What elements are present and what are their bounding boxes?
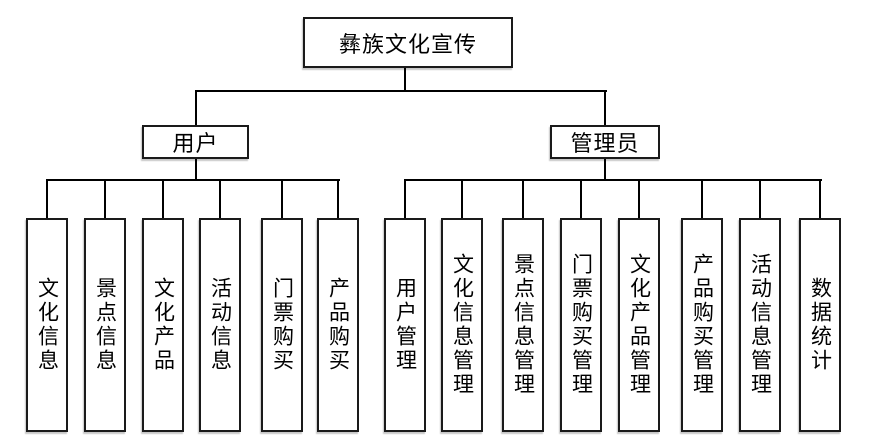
leaf-node: 文化产品管理	[618, 218, 660, 432]
branch-node-admin: 管理员	[550, 125, 660, 159]
connector-drop-user	[195, 90, 197, 125]
leaf-node: 景点信息管理	[502, 218, 544, 432]
leaf-node-label: 数据统计	[808, 277, 833, 373]
leaf-node: 文化信息	[26, 218, 68, 432]
leaf-node: 门票购买	[261, 218, 303, 432]
leaf-node-label: 门票购买	[270, 277, 295, 373]
leaf-node-label: 活动信息	[208, 277, 233, 373]
leaf-node: 门票购买管理	[560, 218, 602, 432]
leaf-node-label: 用户管理	[393, 277, 418, 373]
leaf-node: 活动信息	[199, 218, 241, 432]
connector-drop-leaf	[522, 179, 524, 218]
connector-drop-leaf	[104, 179, 106, 218]
connector-top-horizontal	[195, 90, 607, 92]
connector-drop-leaf	[281, 179, 283, 218]
leaf-node: 产品购买	[317, 218, 359, 432]
branch-node-user: 用户	[142, 125, 249, 159]
connector-root-stub	[404, 68, 406, 92]
branch-node-admin-label: 管理员	[570, 131, 640, 156]
connector-user-horizontal	[46, 179, 340, 181]
leaf-node-label: 活动信息管理	[748, 253, 773, 397]
leaf-node: 景点信息	[84, 218, 126, 432]
leaf-node-label: 文化信息	[35, 277, 60, 373]
leaf-node-label: 产品购买管理	[690, 253, 715, 397]
leaf-node: 活动信息管理	[739, 218, 781, 432]
connector-drop-leaf	[404, 179, 406, 218]
connector-drop-leaf	[580, 179, 582, 218]
connector-drop-leaf	[46, 179, 48, 218]
connector-drop-leaf	[819, 179, 821, 218]
connector-drop-leaf	[638, 179, 640, 218]
root-node-label: 彝族文化宣传	[338, 31, 477, 57]
connector-admin-horizontal	[404, 179, 822, 181]
connector-drop-leaf	[759, 179, 761, 218]
leaf-node: 用户管理	[384, 218, 426, 432]
root-node: 彝族文化宣传	[303, 17, 513, 68]
leaf-node: 数据统计	[799, 218, 841, 432]
connector-drop-leaf	[701, 179, 703, 218]
leaf-node-label: 文化信息管理	[450, 253, 475, 397]
connector-drop-leaf	[162, 179, 164, 218]
connector-drop-leaf	[337, 179, 339, 218]
leaf-node-label: 景点信息	[93, 277, 118, 373]
leaf-node-label: 文化产品	[151, 277, 176, 373]
connector-drop-admin	[604, 90, 606, 125]
leaf-node-label: 产品购买	[326, 277, 351, 373]
leaf-node: 产品购买管理	[681, 218, 723, 432]
leaf-node-label: 景点信息管理	[511, 253, 536, 397]
leaf-node-label: 门票购买管理	[569, 253, 594, 397]
connector-drop-leaf	[461, 179, 463, 218]
connector-drop-leaf	[219, 179, 221, 218]
leaf-node-label: 文化产品管理	[627, 253, 652, 397]
connector-user-stub	[195, 158, 197, 181]
leaf-node: 文化信息管理	[441, 218, 483, 432]
branch-node-user-label: 用户	[172, 131, 219, 156]
connector-admin-stub	[604, 158, 606, 181]
leaf-node: 文化产品	[142, 218, 184, 432]
